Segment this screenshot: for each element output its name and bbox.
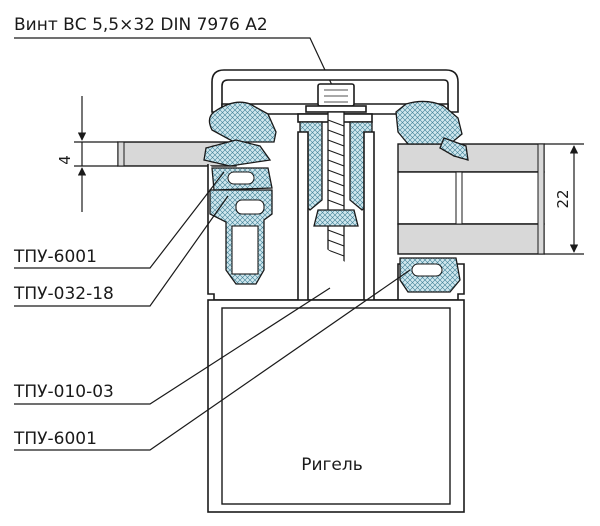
screw-leader-line [14, 37, 339, 99]
dimension-left-4: 4 [56, 96, 118, 212]
right-lip-gasket [439, 137, 469, 161]
screw-label: Винт ВС 5,5×32 DIN 7976 А2 [14, 15, 268, 35]
callout-tpu-6001-bottom: ТПУ-6001 [13, 269, 411, 451]
rigel-label: Ригель [301, 455, 363, 475]
left-chamber-insert [209, 189, 273, 285]
label-tpu-010-03: ТПУ-010-03 [13, 382, 114, 402]
dimension-left-value: 4 [56, 155, 74, 165]
callout-tpu-032-18: ТПУ-032-18 [13, 195, 229, 307]
callout-tpu-6001-top: ТПУ-6001 [13, 171, 225, 269]
left-lip-gasket [203, 139, 272, 167]
right-lower-gasket [399, 257, 461, 293]
rigel-profile: Ригель [207, 131, 465, 513]
label-tpu-032-18: ТПУ-032-18 [13, 284, 114, 304]
screw-callout: Винт ВС 5,5×32 DIN 7976 А2 [14, 15, 339, 99]
upper-left-gasket [208, 101, 277, 143]
dimension-right-value: 22 [554, 189, 572, 208]
left-lower-gasket [211, 167, 273, 191]
right-glass-unit [397, 143, 545, 255]
label-tpu-6001-top: ТПУ-6001 [13, 247, 97, 267]
callout-tpu-010-03: ТПУ-010-03 [13, 287, 331, 405]
label-tpu-6001-bottom: ТПУ-6001 [13, 429, 97, 449]
dimension-right-22: 22 [544, 143, 584, 255]
